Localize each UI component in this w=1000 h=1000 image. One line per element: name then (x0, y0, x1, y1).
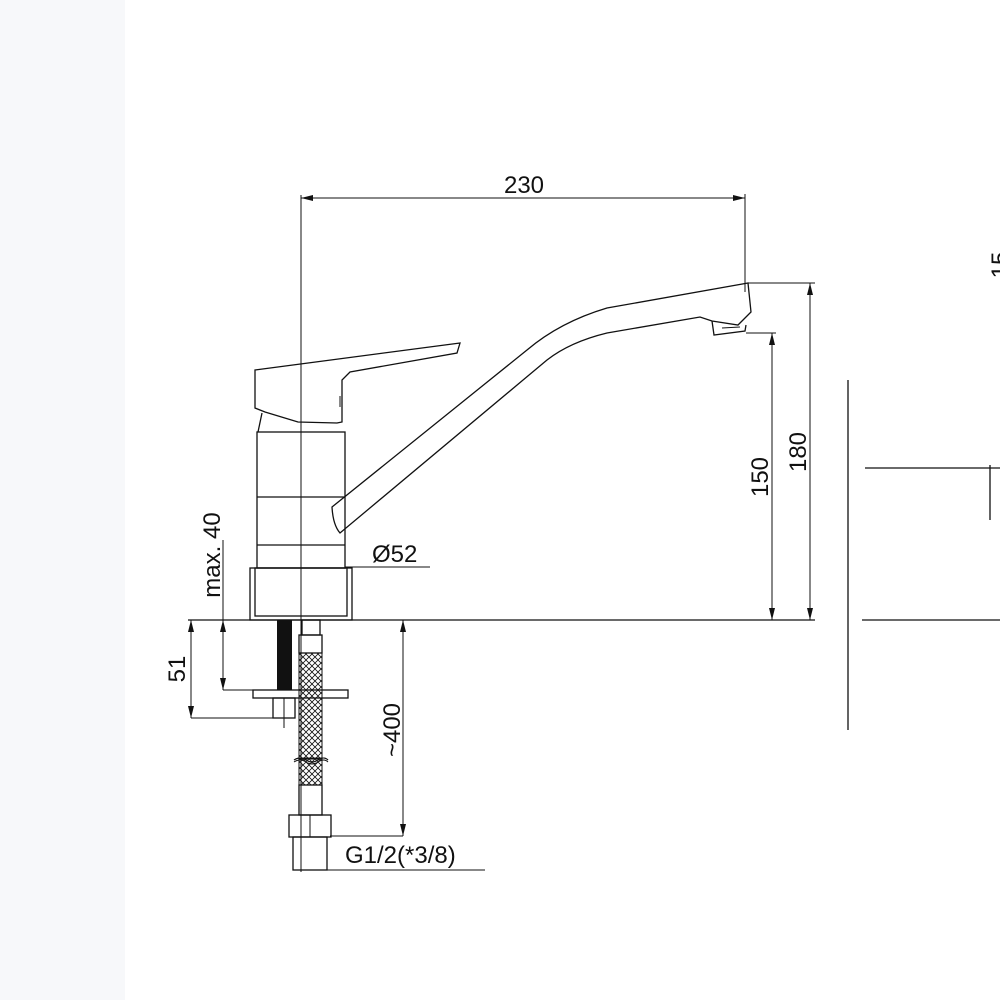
partial-side-view: 15 (847, 252, 1000, 730)
lever-handle (254, 342, 461, 433)
dim-diameter-label: Ø52 (372, 541, 417, 568)
dim-51-label: 51 (164, 656, 191, 683)
mixer-body (249, 431, 353, 621)
dim-230-label: 230 (504, 172, 544, 199)
dimension-180: 180 (748, 282, 815, 620)
dim-180-label: 180 (785, 432, 812, 472)
dimension-150: 150 (746, 332, 776, 620)
dimension-51: 51 (164, 620, 290, 719)
dim-150-label: 150 (747, 457, 774, 497)
dimension-hose: ~400 (330, 620, 406, 837)
dimension-thread: G1/2(*3/8) (293, 842, 485, 871)
dimension-max40: max. 40 (199, 512, 282, 691)
dimension-diameter: Ø52 (345, 541, 430, 568)
left-margin-strip (0, 0, 125, 1000)
dim-max40-label: max. 40 (199, 512, 226, 597)
dim-hose-label: ~400 (379, 703, 406, 757)
spout (331, 282, 752, 534)
partial-dim-label: 15 (987, 252, 1000, 279)
dimension-230: 230 (301, 172, 746, 292)
dim-thread-label: G1/2(*3/8) (345, 842, 456, 869)
